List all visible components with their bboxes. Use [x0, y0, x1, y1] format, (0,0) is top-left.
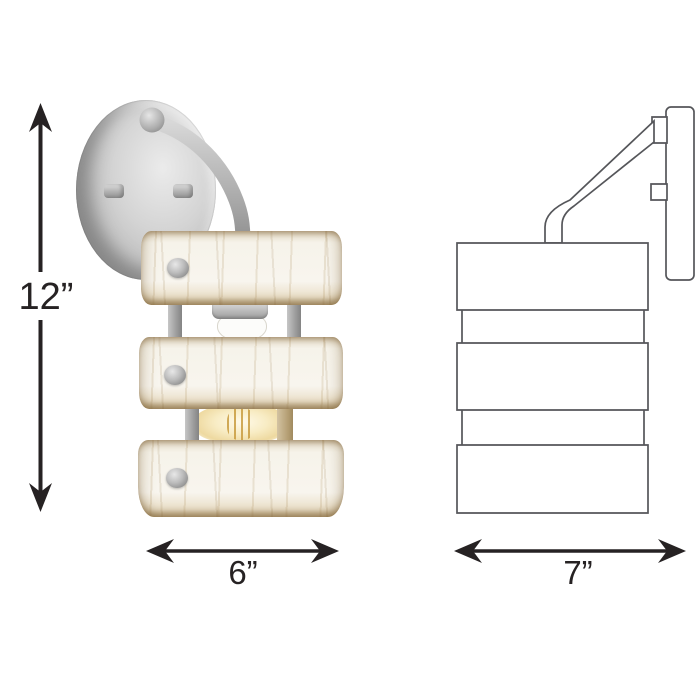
bulb-filament	[227, 408, 255, 440]
outline-mount-tab-bottom	[651, 184, 667, 200]
mount-peg-right	[173, 184, 193, 198]
mount-peg-left	[104, 184, 124, 198]
arm-ball-joint	[139, 107, 165, 133]
depth-dim-arrowhead-right	[658, 539, 686, 563]
depth-dim-label: 7”	[563, 554, 592, 591]
shade-strap	[185, 402, 199, 446]
height-dimension	[29, 103, 52, 512]
width-dim-arrowhead-right	[311, 539, 339, 563]
depth-dim-arrowhead-left	[454, 539, 482, 563]
depth-dimension	[454, 539, 686, 563]
outline-band-bottom	[457, 445, 648, 513]
outline-gap-upper	[462, 308, 644, 345]
arm-tube	[147, 114, 251, 250]
width-dim-arrowhead-left	[146, 539, 174, 563]
width-dim-label: 6”	[228, 554, 257, 591]
height-dim-arrowhead-top	[29, 103, 52, 132]
shade-strap	[277, 402, 293, 446]
shade-band-top	[141, 231, 342, 305]
band-rivet	[166, 468, 188, 488]
height-dim-arrowhead-bottom	[29, 483, 52, 512]
outline-band-middle	[457, 343, 648, 410]
width-dimension	[146, 539, 339, 563]
outline-gap-lower	[462, 408, 644, 447]
band-rivet	[164, 365, 186, 385]
outline-arm	[545, 121, 654, 243]
curved-arm	[139, 107, 251, 250]
band-rivet	[167, 258, 189, 278]
outline-view	[440, 95, 700, 525]
outline-band-top	[457, 243, 648, 310]
shade-strap	[168, 296, 182, 344]
shade-strap	[287, 296, 301, 344]
height-dim-label: 12”	[19, 276, 74, 318]
outline-wall-plate	[666, 107, 694, 280]
